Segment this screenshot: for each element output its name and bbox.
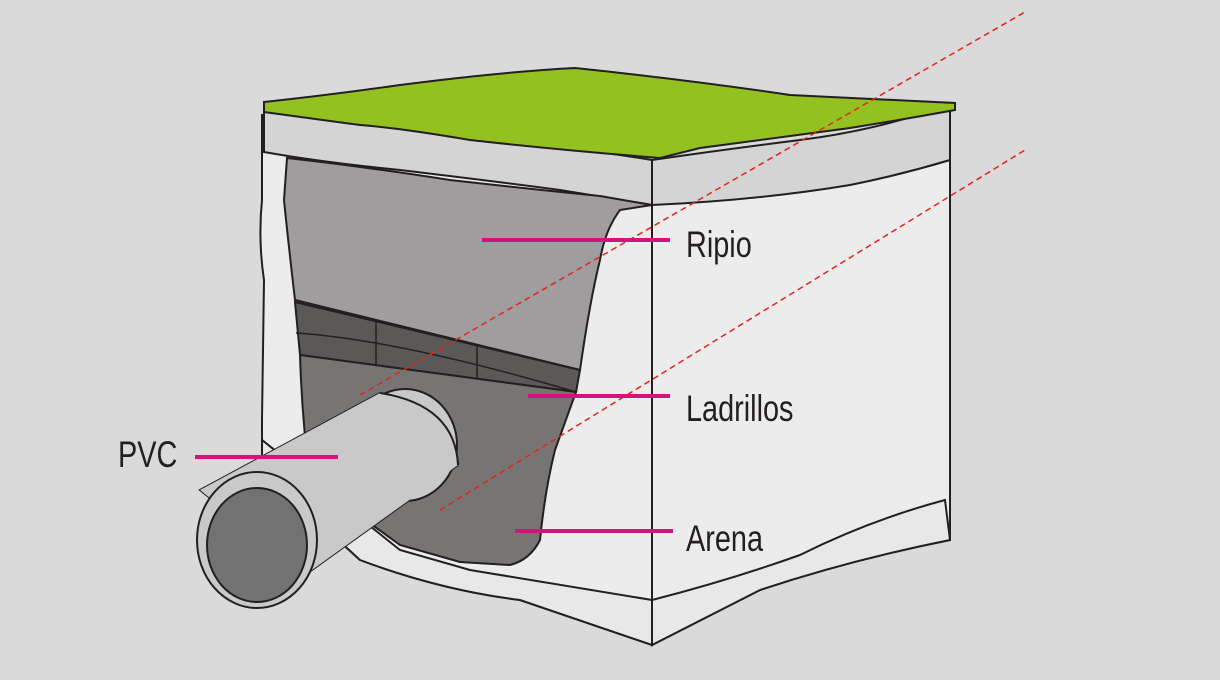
arena-label: Arena	[686, 518, 764, 559]
grass-layer	[263, 66, 956, 160]
pvc-label: PVC	[118, 434, 178, 475]
ripio-label: Ripio	[686, 224, 752, 265]
ladrillos-label: Ladrillos	[686, 388, 794, 429]
pvc-pipe-opening	[206, 487, 308, 603]
dashed-guide-upper	[359, 11, 1026, 396]
dashed-guide-lower	[439, 149, 1026, 511]
pvc-pipe-rim	[379, 392, 459, 466]
brick-course-line	[295, 332, 577, 393]
ripio-layer	[282, 156, 653, 372]
lower-stratum-right	[651, 498, 952, 647]
topsoil-right	[651, 102, 951, 207]
